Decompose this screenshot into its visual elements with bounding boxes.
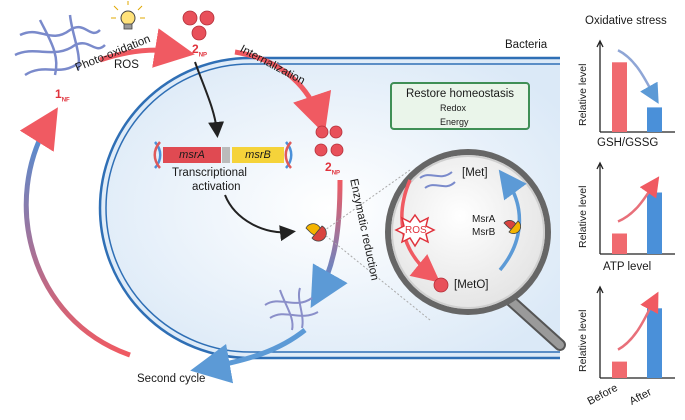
internalization-label: Internalization xyxy=(237,43,307,88)
chart-2-ylabel: Relative level xyxy=(577,309,589,372)
bacteria-label: Bacteria xyxy=(505,39,548,51)
compound-2-inside-label: 2NP xyxy=(325,160,341,177)
cycle-arrow-left xyxy=(19,107,131,358)
ros-label: ROS xyxy=(114,59,139,71)
chart-1-bar-after xyxy=(647,192,662,254)
homeostasis-title: Restore homeostasis xyxy=(405,88,515,100)
second-cycle-label: Second cycle xyxy=(137,373,206,385)
msrb-label: MsrB xyxy=(472,227,496,238)
chart-0-ylabel: Relative level xyxy=(577,63,589,126)
enzymatic-reduction-label: Enzymatic reduction xyxy=(347,177,381,282)
chart-1-bar-before xyxy=(612,233,627,254)
nanoparticle-cluster-outside xyxy=(182,10,215,41)
chart-0-trend-arrow xyxy=(617,49,659,104)
nanoparticle-cluster-inside xyxy=(314,125,344,157)
second-cycle-arrow xyxy=(190,328,307,384)
chart-1-ylabel: Relative level xyxy=(577,185,589,248)
enzyme-icon xyxy=(305,223,327,242)
transcription-arrow xyxy=(224,194,296,242)
homeostasis-item-redox: Redox xyxy=(440,103,467,113)
photo-oxidation-arrow xyxy=(99,28,195,68)
homeostasis-item-energy: Energy xyxy=(440,117,469,127)
activation-arrow xyxy=(194,61,225,138)
met-fiber xyxy=(419,171,456,189)
chart-0-bar-before xyxy=(612,62,627,132)
chart-0-y-arrow xyxy=(596,39,604,48)
chart-0-bar-after xyxy=(647,107,662,132)
chart-2-title: ATP level xyxy=(603,261,652,273)
homeostasis-box: Restore homeostasis Redox Energy xyxy=(390,82,530,130)
gene-msrb: msrB xyxy=(232,147,284,163)
transcriptional-activation-label-1: Transcriptional xyxy=(172,167,247,179)
chart-1-y-arrow xyxy=(596,161,604,170)
chart-2-trend-arrow xyxy=(617,291,659,351)
chart-2-y-arrow xyxy=(596,285,604,294)
light-bulb-icon xyxy=(111,1,145,30)
gene-msra: msrA xyxy=(163,147,221,163)
met-label: [Met] xyxy=(462,167,488,179)
chart-2-bar-before xyxy=(612,361,627,378)
enzymatic-reduction-arrow xyxy=(310,179,348,309)
lens-ros-label: ROS xyxy=(405,225,427,236)
compound-2-label: 2NP xyxy=(192,42,208,59)
charts-group xyxy=(596,39,675,379)
fiber-aggregate xyxy=(264,287,319,331)
meto-particle xyxy=(433,277,449,293)
ros-burst-icon xyxy=(394,213,436,248)
meto-label: [MetO] xyxy=(454,279,489,291)
internalization-arrow xyxy=(234,49,332,135)
chart-1-title: GSH/GSSG xyxy=(597,137,659,149)
compound-1-label: 1NF xyxy=(55,87,70,104)
transcriptional-activation-label-2: activation xyxy=(192,181,241,193)
gene-strands xyxy=(153,141,293,169)
nanofiber-cluster xyxy=(14,14,106,77)
chart-1-trend-arrow xyxy=(617,176,660,223)
chart-0-title: Oxidative stress xyxy=(585,15,667,27)
chart-2-bar-after xyxy=(647,308,662,378)
msra-label: MsrA xyxy=(472,214,496,225)
lens-enzyme-icon xyxy=(503,219,522,234)
